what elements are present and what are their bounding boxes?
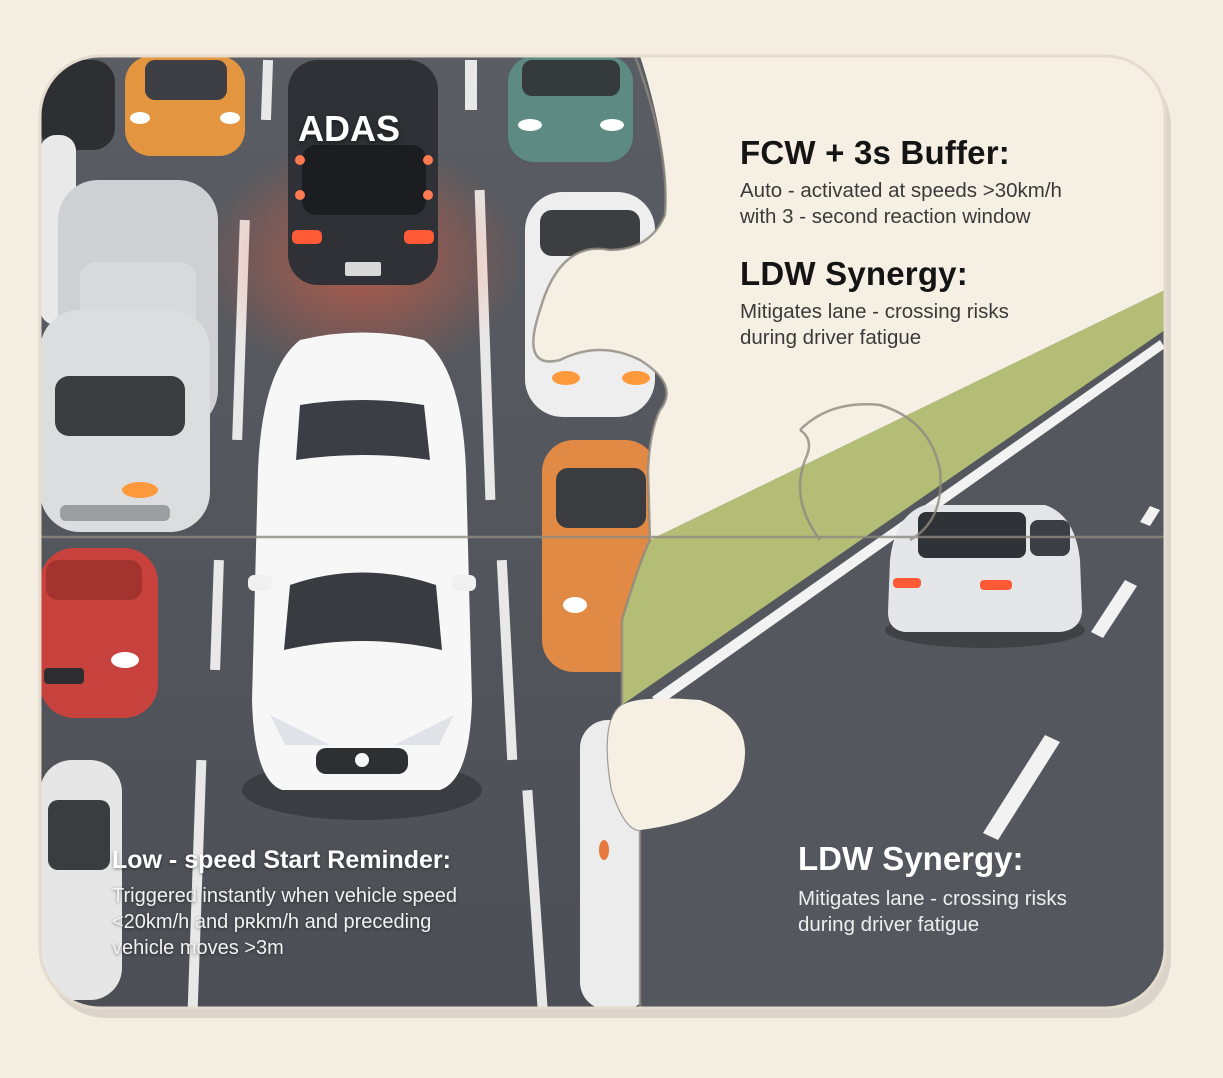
traffic-car-red	[40, 548, 158, 718]
fcw-title: FCW + 3s Buffer:	[740, 134, 1010, 171]
fcw-block: FCW + 3s Buffer: Auto - activated at spe…	[740, 134, 1150, 230]
ldw-bottom-line-2: during driver fatigue	[798, 913, 980, 936]
ldw-top-block: LDW Synergy: Mitigates lane - crossing r…	[740, 255, 1150, 351]
puzzle-notch-bottom	[607, 698, 745, 830]
traffic-car-teal	[508, 56, 633, 162]
highway-car	[885, 505, 1085, 648]
traffic-car-white-bottom-left	[40, 760, 122, 1000]
adas-car	[288, 60, 438, 285]
low-speed-line-3: vehicle moves >3m	[112, 937, 284, 959]
ldw-top-title: LDW Synergy:	[740, 255, 968, 292]
traffic-car-silver-2	[40, 310, 210, 532]
ldw-bottom-block: LDW Synergy: Mitigates lane - crossing r…	[798, 840, 1158, 938]
main-white-car	[242, 332, 482, 820]
low-speed-title: Low - speed Start Reminder:	[112, 846, 451, 874]
ldw-bottom-line-1: Mitigates lane - crossing risks	[798, 887, 1067, 910]
lane-markings-left	[187, 59, 548, 1008]
fcw-line-1: Auto - activated at speeds >30km/h	[740, 179, 1062, 202]
road-right	[622, 330, 1165, 1008]
puzzle-piece-cream	[533, 56, 1165, 540]
adas-label: ADAS	[298, 108, 401, 149]
grass-strip	[622, 290, 1165, 705]
ldw-bottom-title: LDW Synergy:	[798, 840, 1024, 877]
ldw-top-line-2: during driver fatigue	[740, 326, 922, 349]
traffic-car-black-left	[40, 60, 115, 150]
ldw-top-line-1: Mitigates lane - crossing risks	[740, 300, 1009, 323]
board-outline	[38, 54, 1167, 1010]
fcw-line-2: with 3 - second reaction window	[740, 205, 1031, 228]
low-speed-block: Low - speed Start Reminder: Triggered in…	[112, 846, 552, 961]
low-speed-line-1: Triggered instantly when vehicle speed	[112, 885, 458, 907]
low-speed-line-2: <20km/h and pʀkm/h and preceding	[112, 911, 432, 933]
traffic-car-orange	[125, 56, 245, 156]
